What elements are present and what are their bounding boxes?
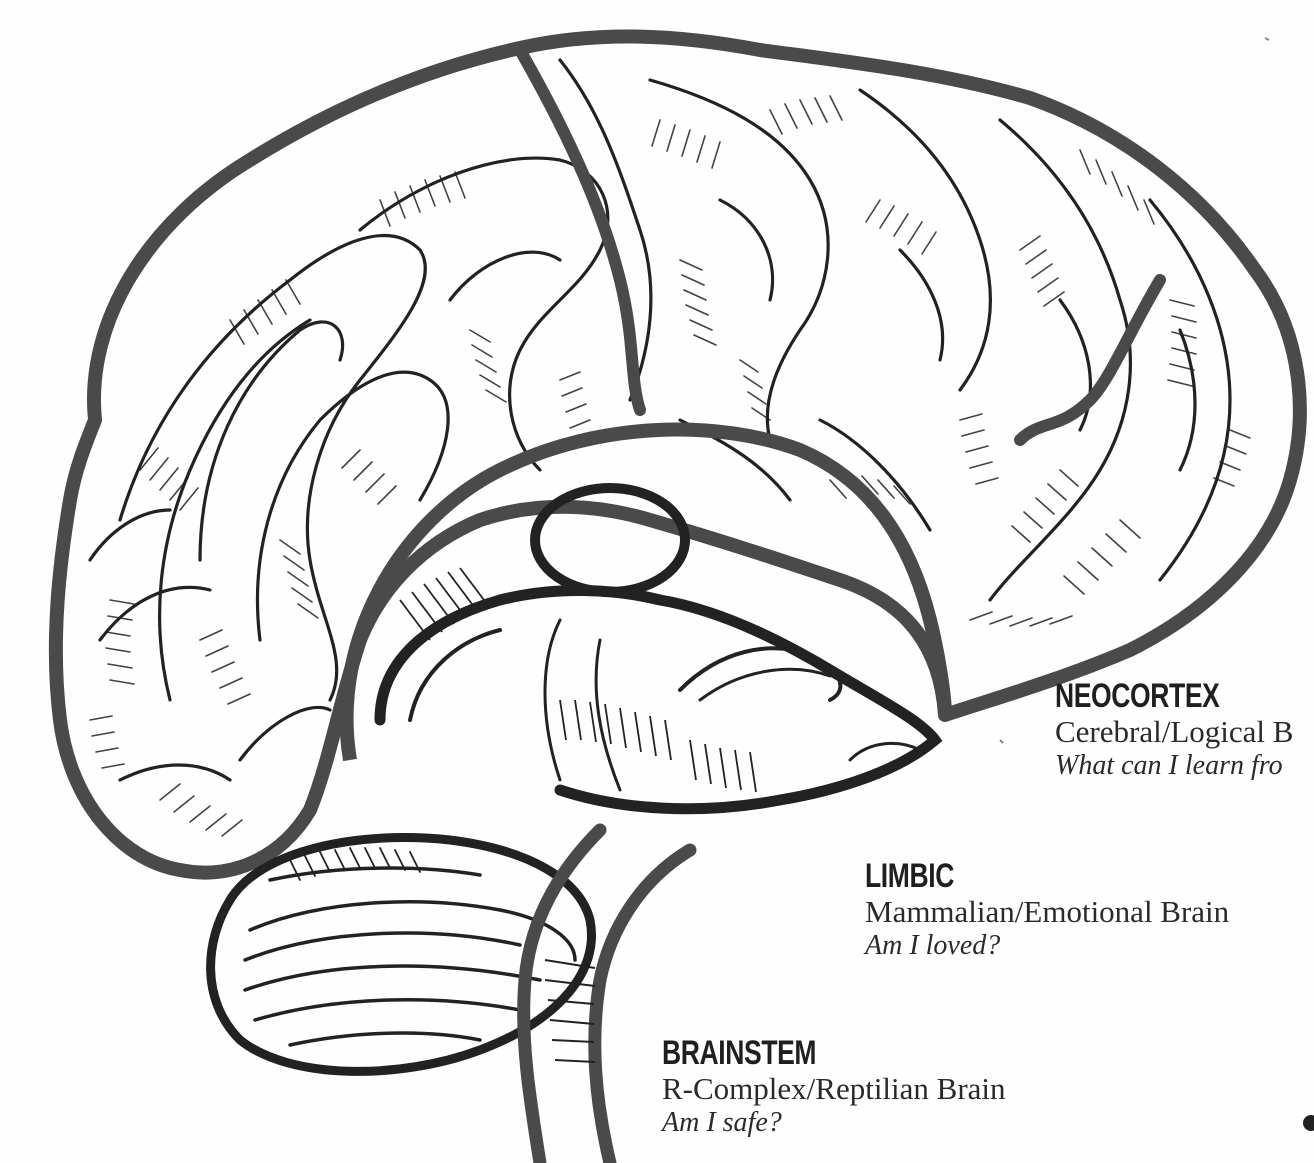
brainstem-title: BRAINSTEM (662, 1035, 930, 1071)
limbic-structures (380, 488, 935, 809)
neocortex-question: What can I learn fro (1055, 750, 1293, 782)
brainstem-subtitle: R-Complex/Reptilian Brain (662, 1071, 1006, 1107)
brainstem-label: BRAINSTEM R-Complex/Reptilian Brain Am I… (662, 1035, 1006, 1139)
limbic-question: Am I loved? (865, 930, 1229, 962)
bullet-dot-icon (1303, 1115, 1314, 1131)
limbic-label: LIMBIC Mammalian/Emotional Brain Am I lo… (865, 858, 1229, 962)
neocortex-subtitle: Cerebral/Logical B (1055, 714, 1293, 750)
limbic-hatching (400, 568, 756, 792)
brainstem-question: Am I safe? (662, 1107, 1006, 1139)
neocortex-label: NEOCORTEX Cerebral/Logical B What can I … (1055, 678, 1293, 782)
limbic-subtitle: Mammalian/Emotional Brain (865, 894, 1229, 930)
limbic-title: LIMBIC (865, 858, 1149, 894)
neocortex-title: NEOCORTEX (1055, 678, 1241, 714)
